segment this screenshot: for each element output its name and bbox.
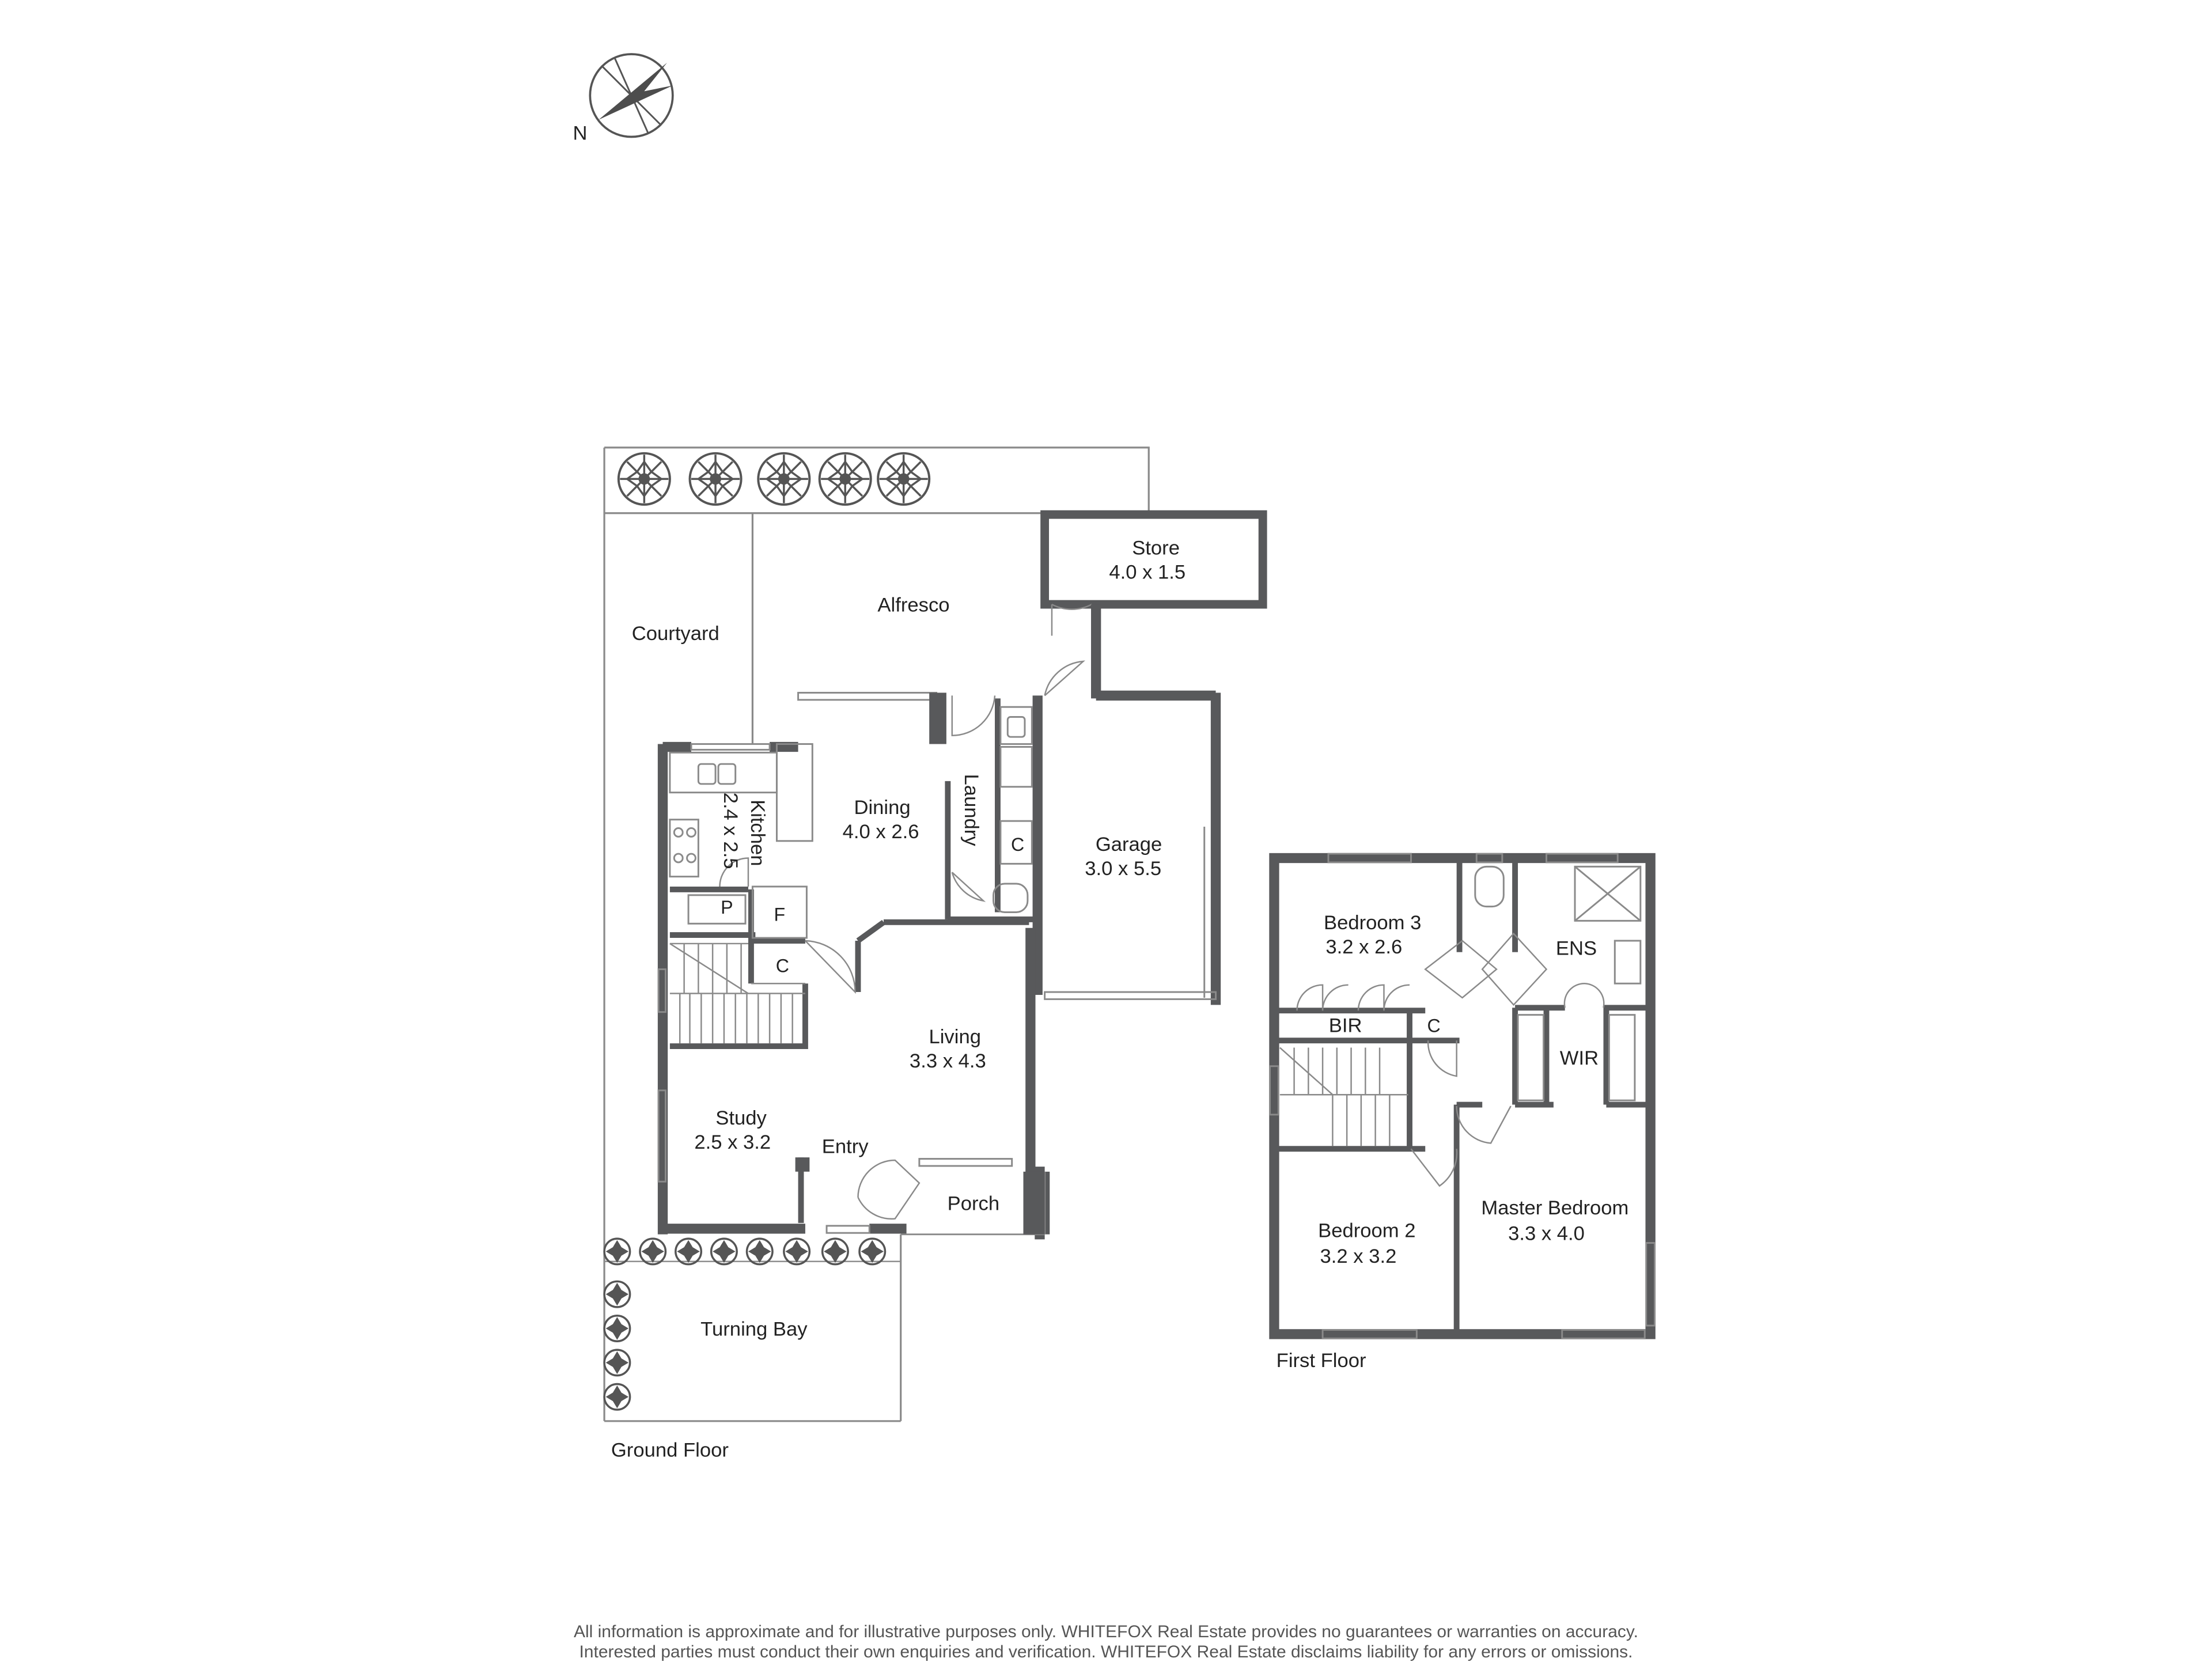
first-floor-title: First Floor (1277, 1350, 1366, 1372)
fridge-label: F (774, 904, 786, 925)
room-alfresco-name: Alfresco (877, 594, 949, 616)
laundry-fixtures (993, 706, 1033, 913)
hedge-top (617, 452, 931, 506)
room-laundry-name: Laundry (960, 774, 982, 847)
first-floor-partitions (1277, 858, 1646, 1331)
room-study-name: Study (715, 1107, 767, 1129)
room-kitchen-dims: 2.4 x 2.5 (719, 793, 741, 869)
pantry-label: P (721, 897, 733, 918)
room-wir-name: WIR (1560, 1047, 1599, 1069)
ground-floor-partitions (669, 698, 1033, 1223)
room-bedroom3-dims: 3.2 x 2.6 (1325, 936, 1402, 958)
linen-cupboard-label: C (1427, 1015, 1440, 1036)
compass-arrow-icon (599, 62, 673, 120)
laundry-cupboard-label: C (1011, 834, 1024, 855)
room-garage-name: Garage (1096, 834, 1162, 855)
room-dining-name: Dining (854, 797, 910, 819)
cupboard-label: C (776, 955, 789, 976)
first-floor-windows (1269, 853, 1656, 1339)
room-ens-name: ENS (1556, 938, 1597, 960)
first-floor-doors (1296, 932, 1605, 1187)
room-garage-dims: 3.0 x 5.5 (1085, 858, 1161, 880)
room-master-bedroom-name: Master Bedroom (1481, 1197, 1628, 1219)
room-bir-name: BIR (1329, 1014, 1362, 1036)
room-porch-name: Porch (948, 1193, 999, 1215)
first-floor-fixtures (1474, 865, 1642, 1101)
compass: N (573, 53, 674, 144)
compass-ring (589, 53, 674, 138)
first-floor (1269, 853, 1656, 1339)
room-kitchen-name: Kitchen (747, 800, 768, 866)
compass-north-label: N (573, 122, 588, 144)
ground-floor-doors (719, 660, 1085, 1220)
room-study-dims: 2.5 x 3.2 (694, 1131, 771, 1153)
room-bedroom2-name: Bedroom 2 (1318, 1220, 1415, 1242)
room-entry-name: Entry (822, 1136, 869, 1158)
room-store-dims: 4.0 x 1.5 (1109, 562, 1185, 584)
room-dining-dims: 4.0 x 2.6 (843, 821, 919, 843)
room-living-dims: 3.3 x 4.3 (910, 1050, 986, 1072)
room-bedroom3-name: Bedroom 3 (1324, 912, 1421, 934)
first-floor-labels: Bedroom 3 3.2 x 2.6 ENS BIR WIR Bedroom … (1277, 912, 1629, 1372)
first-floor-stairs (1279, 1047, 1408, 1146)
room-living-name: Living (929, 1026, 980, 1048)
ground-floor (603, 446, 1267, 1422)
ground-floor-title: Ground Floor (611, 1440, 729, 1462)
room-bedroom2-dims: 3.2 x 3.2 (1320, 1245, 1397, 1267)
store-walls (1040, 510, 1267, 609)
disclaimer-line-2: Interested parties must conduct their ow… (579, 1642, 1633, 1661)
ground-floor-stairs (669, 942, 805, 1044)
room-store-name: Store (1132, 537, 1180, 559)
area-turning-bay-name: Turning Bay (700, 1318, 808, 1340)
room-courtyard-name: Courtyard (632, 623, 719, 645)
ground-floor-labels: Store 4.0 x 1.5 Alfresco Courtyard Kitch… (611, 537, 1185, 1461)
kitchen-fixtures (669, 743, 813, 939)
room-master-bedroom-dims: 3.3 x 4.0 (1508, 1223, 1585, 1245)
disclaimer-line-1: All information is approximate and for i… (573, 1622, 1639, 1641)
